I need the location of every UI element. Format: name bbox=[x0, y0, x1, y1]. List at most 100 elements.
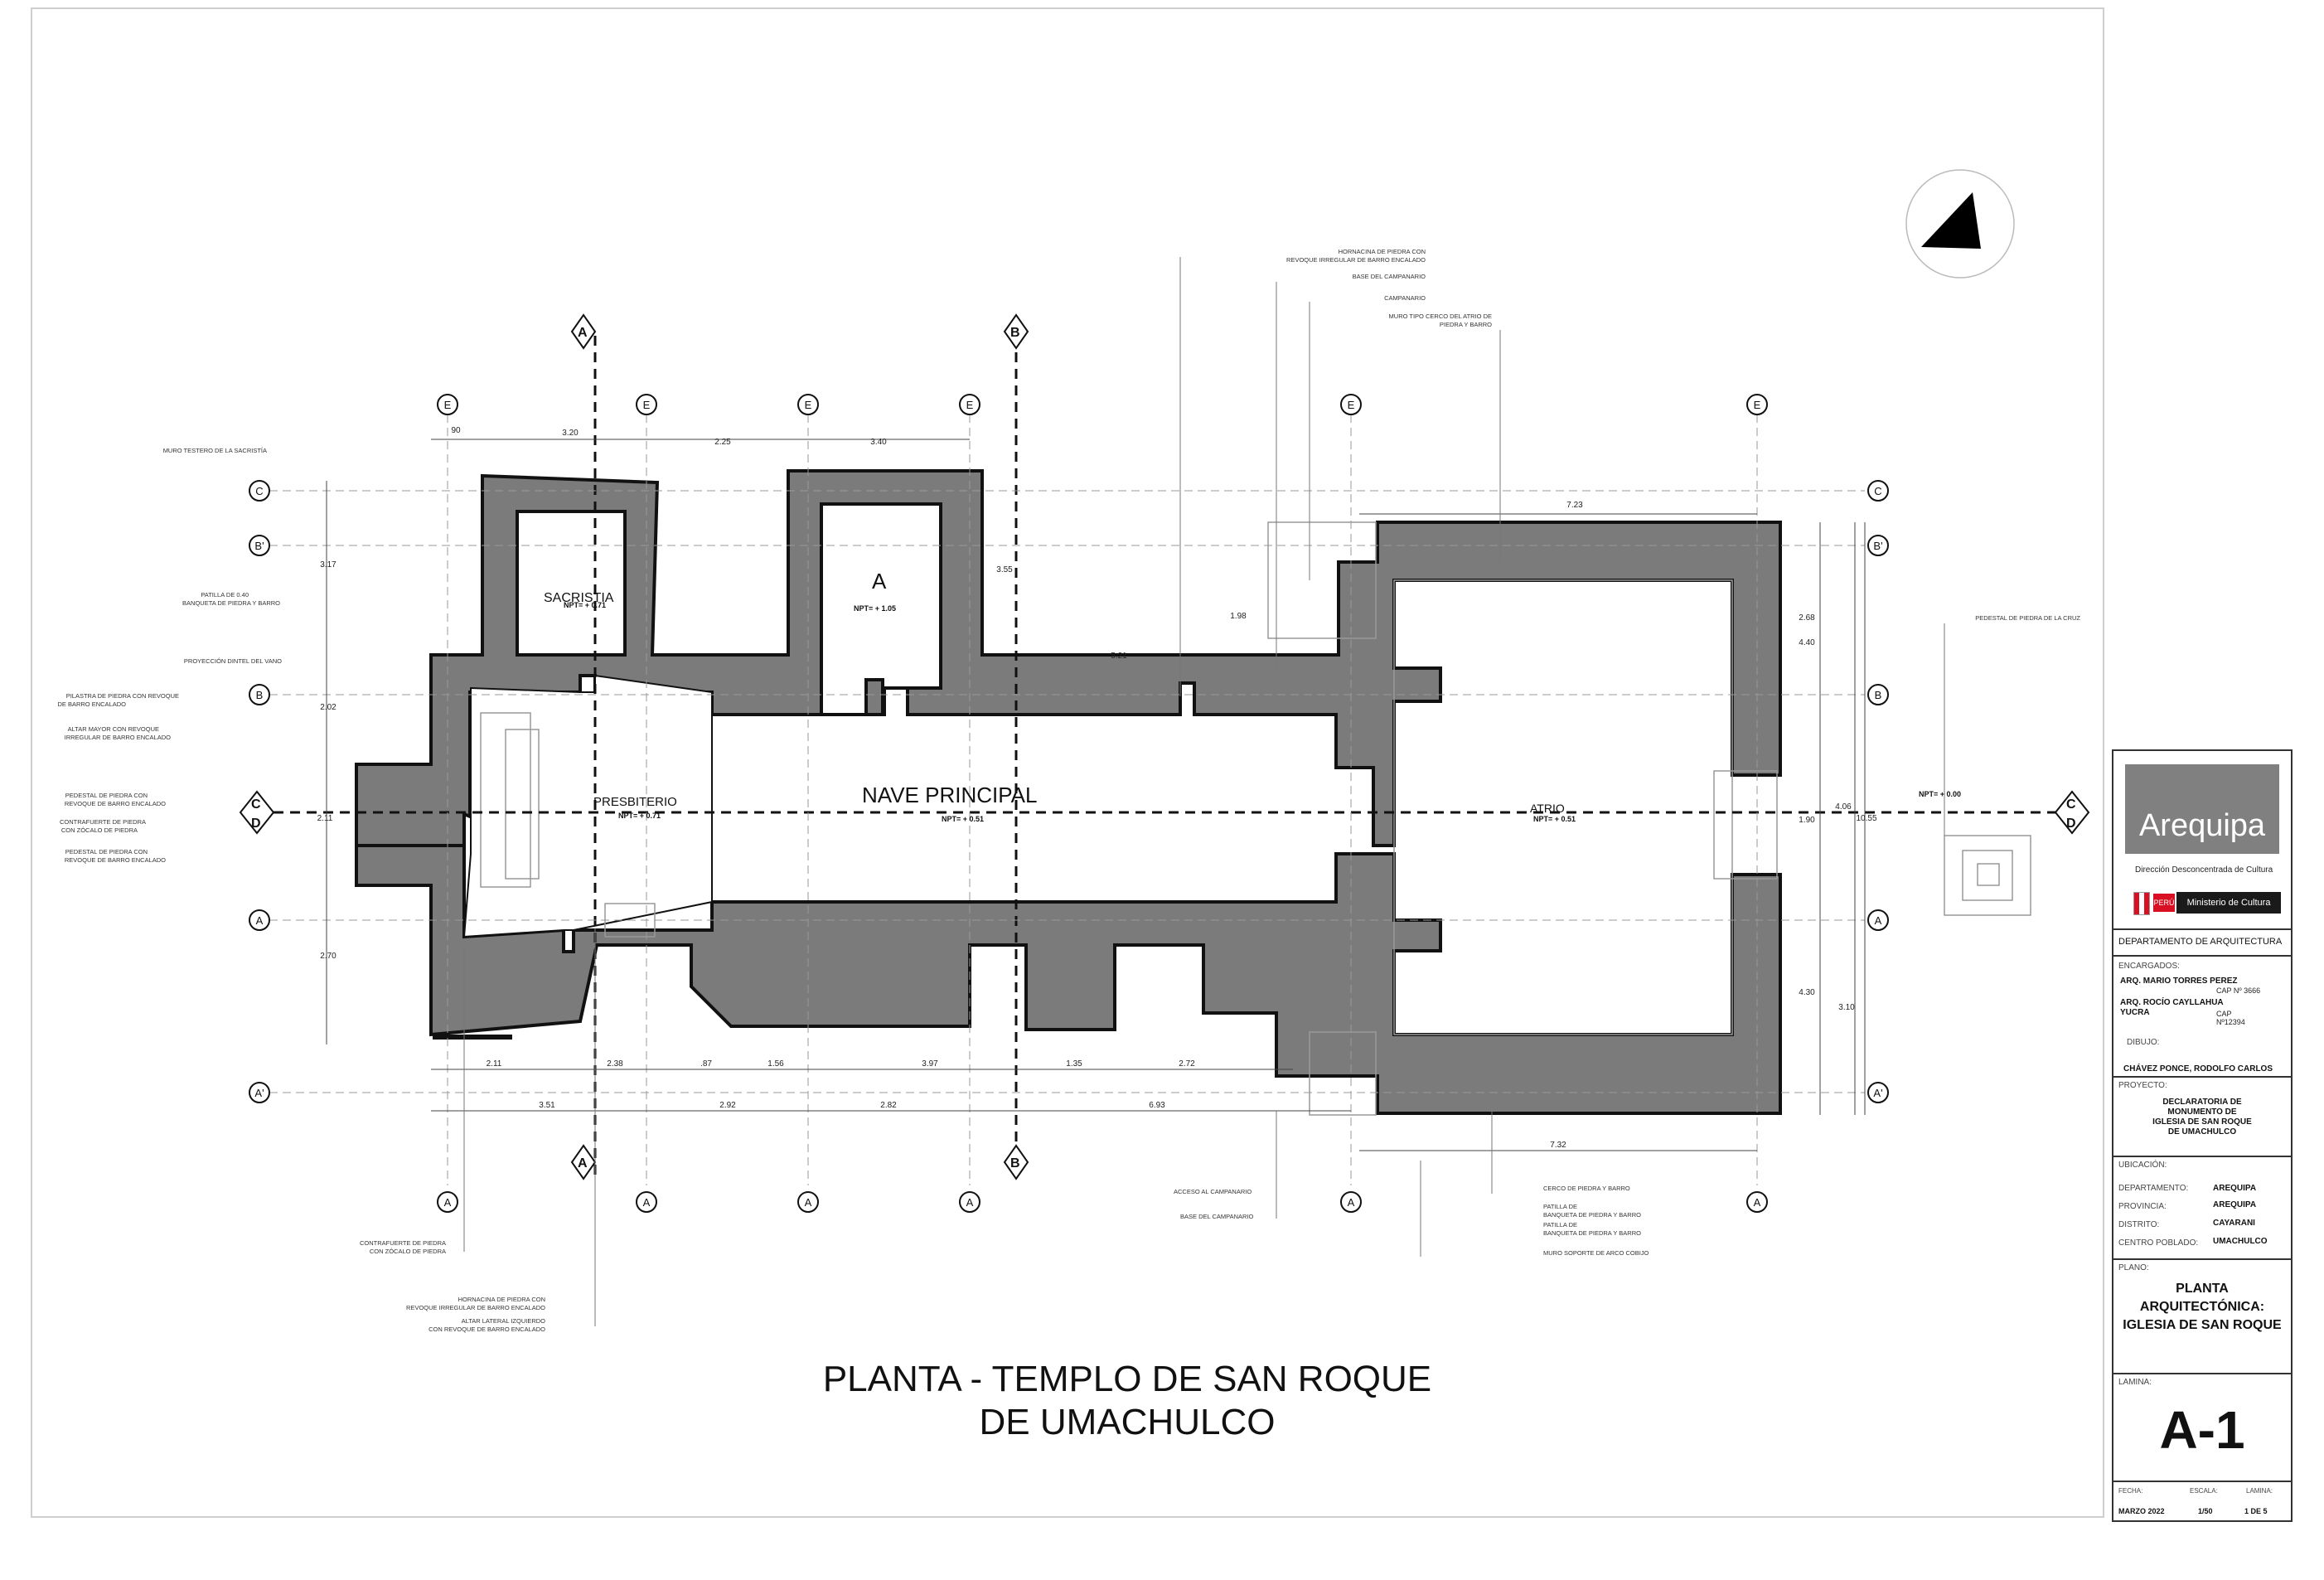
section-marker-a-top bbox=[570, 313, 597, 350]
grid-lines bbox=[269, 414, 1865, 1185]
lamina-code: A-1 bbox=[2159, 1400, 2245, 1460]
note-text: CONTRAFUERTE DE PIEDRA bbox=[360, 1239, 446, 1247]
plan-details bbox=[480, 521, 2031, 1116]
ubicacion-label: UBICACIÓN: bbox=[2118, 1161, 2167, 1170]
proyecto-line: DE UMACHULCO bbox=[2167, 1127, 2237, 1137]
level-marker: NPT= + 0.51 bbox=[942, 815, 984, 823]
lamina2-label: LAMINA: bbox=[2246, 1487, 2273, 1495]
grid-label: A' bbox=[1873, 1087, 1882, 1099]
section-label-c-right: C bbox=[2066, 797, 2076, 812]
floor-plan bbox=[355, 469, 1782, 1115]
section-label-c-left: C bbox=[251, 797, 261, 812]
section-marker-labels: A B A B C D C D bbox=[251, 326, 2076, 1170]
escala-value: 1/50 bbox=[2198, 1507, 2213, 1515]
ministry-label: Ministerio de Cultura bbox=[2176, 892, 2281, 914]
centro-label: CENTRO POBLADO: bbox=[2118, 1238, 2199, 1248]
dim-label: 3.97 bbox=[922, 1059, 938, 1069]
note-text: CON ZÓCALO DE PIEDRA bbox=[370, 1248, 446, 1255]
distrito-value: CAYARANI bbox=[2213, 1219, 2255, 1228]
atrium-gate bbox=[1713, 770, 1778, 880]
level-marker: NPT= + 0.71 bbox=[618, 812, 661, 820]
arch1-cap: CAP Nº 3666 bbox=[2216, 986, 2261, 995]
logo-subtitle: Dirección Desconcentrada de Cultura bbox=[2135, 865, 2273, 875]
grid-label: A bbox=[805, 1196, 812, 1209]
grid-label: E bbox=[643, 399, 651, 411]
grid-bubble-e bbox=[1746, 394, 1768, 415]
note-text: CON REVOQUE DE BARRO ENCALADO bbox=[428, 1326, 545, 1333]
section-plano: PLANO: PLANTA ARQUITECTÓNICA: IGLESIA DE… bbox=[2113, 1258, 2291, 1373]
note-text: ALTAR LATERAL IZQUIERDO bbox=[462, 1317, 546, 1325]
grid-bubble-ap-right bbox=[1867, 1082, 1889, 1103]
section-markers bbox=[239, 313, 2090, 1180]
section-lamina: LAMINA: A-1 bbox=[2113, 1373, 2291, 1484]
proyecto-line: IGLESIA DE SAN ROQUE bbox=[2152, 1117, 2252, 1127]
notes-bottom-left: CONTRAFUERTE DE PIEDRA CON ZÓCALO DE PIE… bbox=[360, 1239, 545, 1333]
dim-label: 2.02 bbox=[320, 703, 336, 712]
grid-bubble-a bbox=[636, 1191, 657, 1213]
note-text: DE BARRO ENCALADO bbox=[57, 700, 126, 708]
dim-label: 2.25 bbox=[714, 438, 731, 447]
notes-left: MURO TESTERO DE LA SACRISTÍA PATILLA DE … bbox=[57, 447, 282, 864]
fecha-value: MARZO 2022 bbox=[2118, 1507, 2165, 1515]
dim-label: 3.51 bbox=[539, 1101, 555, 1110]
notes-right: PEDESTAL DE PIEDRA DE LA CRUZ bbox=[1975, 614, 2080, 622]
notes-bottom: ACCESO AL CAMPANARIO BASE DEL CAMPANARIO… bbox=[1174, 1185, 1649, 1257]
dim-label: 4.30 bbox=[1799, 988, 1815, 997]
dim-label: 2.11 bbox=[487, 1059, 502, 1069]
room-label-nave: NAVE PRINCIPAL bbox=[862, 783, 1037, 807]
departamento-label: DEPARTAMENTO: bbox=[2118, 1184, 2189, 1193]
room-label-presbiterio: PRESBITERIO bbox=[593, 795, 677, 809]
grid-bubble-a bbox=[1340, 1191, 1362, 1213]
grid-label: A bbox=[1754, 1196, 1761, 1209]
note-text: CONTRAFUERTE DE PIEDRA bbox=[60, 818, 146, 826]
dim-label: 2.68 bbox=[1799, 613, 1815, 623]
note-text: PEDESTAL DE PIEDRA CON bbox=[65, 848, 148, 855]
note-text: CAMPANARIO bbox=[1384, 294, 1426, 302]
fecha-label: FECHA: bbox=[2118, 1487, 2143, 1495]
plan-interior bbox=[462, 674, 713, 938]
grid-label: E bbox=[966, 399, 974, 411]
note-text: CON ZÓCALO DE PIEDRA bbox=[61, 826, 138, 834]
grid-label: B' bbox=[254, 540, 264, 552]
dim-label: 7.32 bbox=[1550, 1141, 1566, 1150]
section-meta: FECHA: ESCALA: LAMINA: MARZO 2022 1/50 1… bbox=[2113, 1481, 2291, 1522]
grid-bubble-a-right bbox=[1867, 909, 1889, 931]
dim-label: 1.35 bbox=[1066, 1059, 1082, 1069]
plano-line: PLANTA bbox=[2176, 1282, 2229, 1296]
dim-label: 2.38 bbox=[607, 1059, 623, 1069]
dibujo-label: DIBUJO: bbox=[2127, 1038, 2160, 1047]
cross-pedestal-inner bbox=[1962, 850, 2013, 901]
drawing-title-line1: PLANTA - TEMPLO DE SAN ROQUE bbox=[823, 1359, 1431, 1399]
note-text: REVOQUE IRREGULAR DE BARRO ENCALADO bbox=[1286, 256, 1426, 264]
dim-label: 1.90 bbox=[1799, 816, 1815, 825]
north-arrow-circle bbox=[1905, 169, 2015, 279]
dim-label: 3.40 bbox=[870, 438, 887, 447]
plano-line: IGLESIA DE SAN ROQUE bbox=[2123, 1318, 2282, 1332]
grid-label: E bbox=[444, 399, 452, 411]
centro-value: UMACHULCO bbox=[2213, 1237, 2268, 1246]
section-label-b-top: B bbox=[1010, 326, 1020, 340]
proyecto-line: MONUMENTO DE bbox=[2167, 1107, 2237, 1117]
grid-bubble-a bbox=[437, 1191, 458, 1213]
dim-label: 3.10 bbox=[1838, 1003, 1855, 1012]
proyecto-line: DECLARATORIA DE bbox=[2162, 1098, 2242, 1107]
grid-bubble-ap-left bbox=[249, 1082, 270, 1103]
grid-label: A bbox=[256, 914, 264, 927]
note-text: HORNACINA DE PIEDRA CON bbox=[1339, 248, 1426, 255]
note-text: PATILLA DE bbox=[1543, 1221, 1577, 1229]
dim-label: 7.23 bbox=[1566, 501, 1583, 510]
grid-bubble-a bbox=[797, 1191, 819, 1213]
note-text: BASE DEL CAMPANARIO bbox=[1353, 273, 1426, 280]
note-text: IRREGULAR DE BARRO ENCALADO bbox=[65, 734, 172, 741]
title-block: Arequipa Dirección Desconcentrada de Cul… bbox=[2112, 749, 2293, 1522]
dim-label: 4.06 bbox=[1835, 802, 1852, 812]
grid-bubble-a-left bbox=[249, 909, 270, 931]
dim-label: 2.92 bbox=[719, 1101, 736, 1110]
grid-bubble-b-right bbox=[1867, 684, 1889, 705]
department-label: DEPARTAMENTO DE ARQUITECTURA bbox=[2118, 937, 2283, 947]
leader-lines bbox=[463, 257, 1945, 1326]
dim-label: 4.40 bbox=[1799, 638, 1815, 647]
presbytery-base-line bbox=[433, 1035, 512, 1040]
grid-bubble-e bbox=[959, 394, 980, 415]
